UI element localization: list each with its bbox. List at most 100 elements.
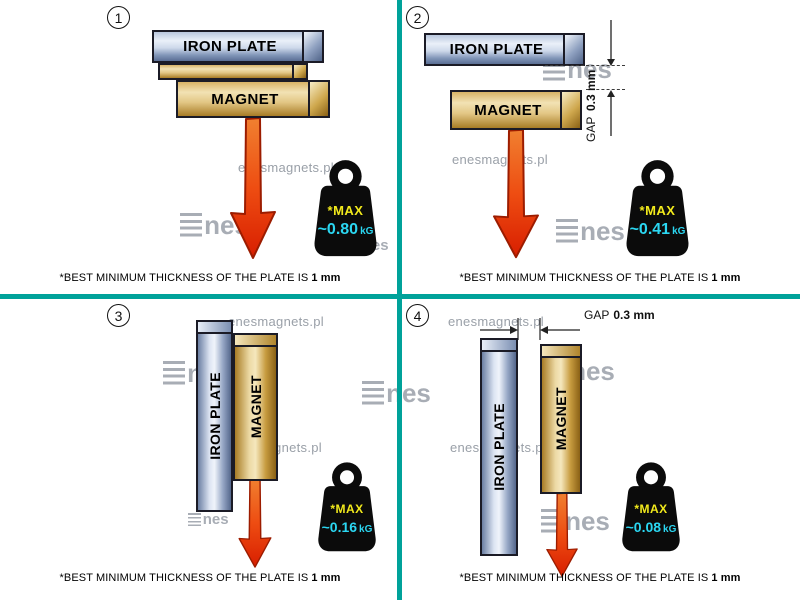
panel-number-badge: 3 [107, 304, 130, 327]
pull-force-arrow [493, 128, 539, 259]
magnet-label: MAGNET [553, 387, 569, 451]
pull-force-arrow [230, 117, 276, 259]
enes-logo-e-icon [556, 219, 579, 243]
weight-max-label: *MAX [330, 502, 364, 517]
magnet-top-bar-end-cap [292, 65, 306, 78]
gap-label-text: GAP [584, 116, 598, 142]
magnet-label: MAGNET [247, 375, 264, 439]
footer-bold: 1 mm [711, 272, 741, 284]
weight-value-number: ~0.41 [629, 221, 671, 238]
iron-plate-end-cap [563, 35, 583, 64]
iron-plate-label: IRON PLATE [491, 403, 507, 491]
magnet: MAGNET [540, 344, 582, 494]
gap-label-value: 0.3 mm [613, 308, 655, 322]
panel-number-badge: 2 [406, 6, 429, 29]
quadrant-divider-horizontal [0, 294, 800, 299]
footer-bold: 1 mm [311, 572, 341, 584]
weight-value-number: ~0.80 [317, 221, 359, 238]
kettlebell-shape-icon [626, 160, 689, 257]
enes-logo-text: nes [565, 506, 610, 536]
panel-number-badge: 1 [107, 6, 130, 29]
magnet-end-cap [308, 82, 328, 116]
footer-text: *BEST MINIMUM THICKNESS OF THE PLATE IS [59, 272, 309, 284]
quadrant-divider-vertical [397, 0, 402, 600]
watermark-site: enesmagnets.pl [228, 314, 324, 329]
iron-plate: IRON PLATE [152, 30, 324, 63]
magnet-end-cap [560, 92, 580, 128]
gap-label-text: GAP [584, 308, 610, 322]
gap-label-value: 0.3 mm [584, 69, 598, 111]
weight-max-label: *MAX [634, 502, 668, 517]
panel-number-badge: 4 [406, 304, 429, 327]
enes-logo-e-icon [180, 213, 203, 237]
weight-max-label: *MAX [639, 203, 676, 219]
watermark-site: enesmagnets.pl [448, 314, 544, 329]
enes-logo-text: nes [202, 511, 229, 528]
iron-plate-label: IRON PLATE [206, 372, 223, 460]
magnet-top-cap [542, 346, 580, 358]
weight-value-unit: kG [672, 226, 686, 237]
enes-logo-text: nes [580, 216, 625, 246]
footer-text: *BEST MINIMUM THICKNESS OF THE PLATE IS [59, 572, 309, 584]
watermark-site: enesmagnets.pl [238, 160, 334, 175]
magnet-label: MAGNET [474, 101, 542, 119]
iron-plate-top-cap [482, 340, 516, 352]
iron-plate-end-cap [302, 32, 322, 61]
enes-logo: nes [362, 380, 431, 406]
gap-dimension-arrows [480, 318, 580, 340]
enes-logo-e-icon [188, 512, 201, 527]
iron-plate-label: IRON PLATE [449, 41, 544, 58]
dimension-extension-line [545, 65, 625, 66]
weight-value-number: ~0.16 [321, 518, 358, 535]
enes-logo-e-icon [362, 381, 385, 405]
iron-plate: IRON PLATE [424, 33, 585, 66]
magnet-top-bar [158, 63, 308, 80]
kettlebell-shape-icon [622, 462, 680, 552]
magnet: MAGNET [450, 90, 582, 130]
weight-max-label: *MAX [327, 203, 364, 219]
gap-dimension-arrows [607, 20, 615, 136]
weight-value-unit: kG [663, 523, 677, 535]
weight-value-unit: kG [359, 523, 373, 535]
magnet: MAGNET [233, 333, 278, 481]
kettlebell-shape-icon [318, 462, 376, 552]
footer-text: *BEST MINIMUM THICKNESS OF THE PLATE IS [459, 272, 709, 284]
footer-bold: 1 mm [311, 272, 341, 284]
magnet: MAGNET [176, 80, 330, 118]
footer-bold: 1 mm [711, 572, 741, 584]
iron-plate: IRON PLATE [480, 338, 518, 556]
iron-plate: IRON PLATE [196, 320, 233, 512]
enes-logo: nes [188, 512, 229, 527]
weight-value-number: ~0.08 [625, 518, 662, 535]
enes-logo-e-icon [163, 361, 186, 385]
pull-force-arrow [238, 477, 272, 568]
enes-logo-text: nes [386, 378, 431, 408]
iron-plate-top-cap [198, 322, 231, 334]
footer-text: *BEST MINIMUM THICKNESS OF THE PLATE IS [459, 572, 709, 584]
gap-label: GAP 0.3 mm [584, 50, 598, 142]
iron-plate-label: IRON PLATE [183, 38, 277, 55]
kettlebell-shape-icon [314, 160, 377, 257]
magnet-top-cap [235, 335, 276, 347]
weight-value-unit: kG [360, 226, 374, 237]
enes-logo: nes [556, 218, 625, 244]
dimension-extension-line [586, 89, 625, 90]
